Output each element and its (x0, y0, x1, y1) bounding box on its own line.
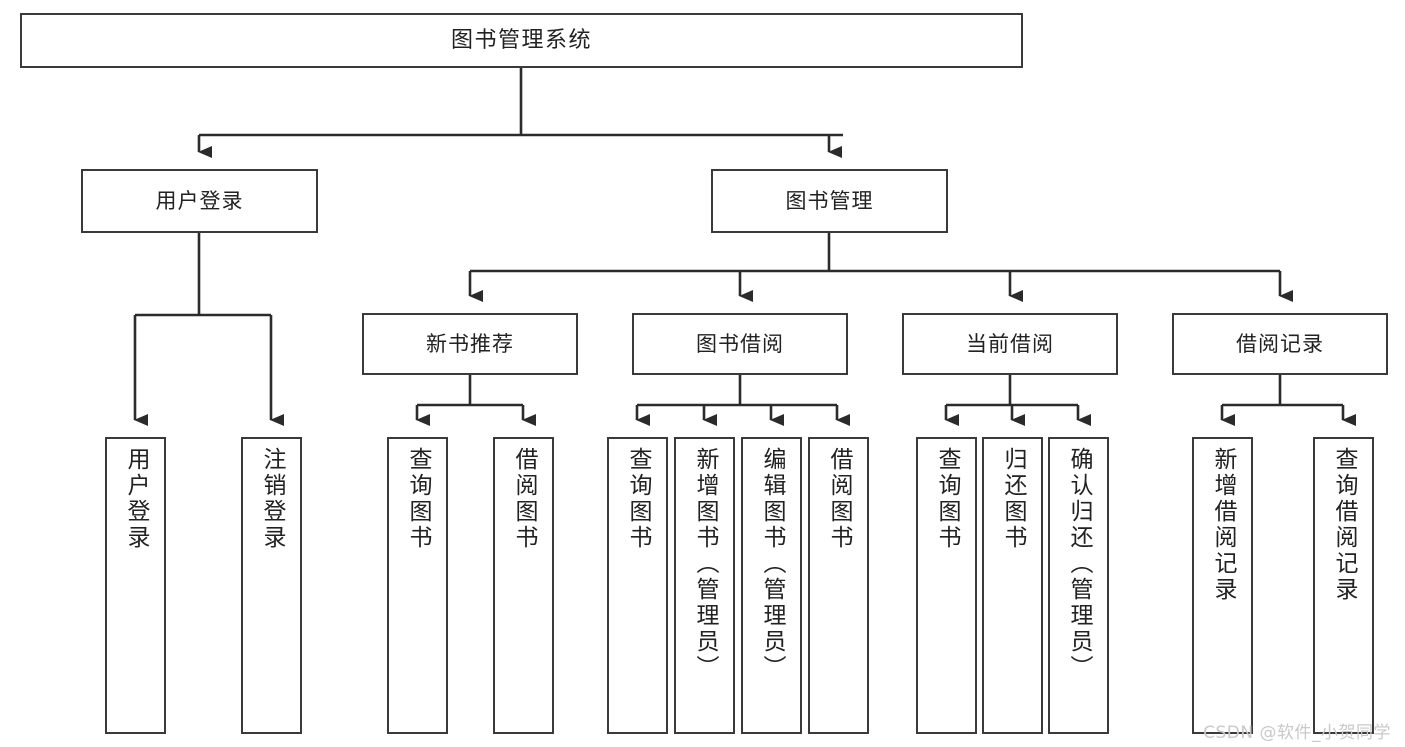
leaf-borrow-record-2-label: 查询借阅记录 (1331, 447, 1357, 603)
leaf-new-book-rec-1[interactable]: 查询图书 (387, 437, 448, 734)
leaf-current-borrow-3[interactable]: 确认归还（管理员） (1048, 437, 1109, 734)
leaf-user-login-1-label: 用户登录 (123, 447, 149, 551)
leaf-current-borrow-3-label: 确认归还（管理员） (1066, 447, 1092, 681)
leaf-new-book-rec-2[interactable]: 借阅图书 (493, 437, 554, 734)
leaf-user-login-2[interactable]: 注销登录 (241, 437, 302, 734)
leaf-borrow-record-1-label: 新增借阅记录 (1210, 447, 1236, 603)
leaf-current-borrow-2[interactable]: 归还图书 (982, 437, 1043, 734)
node-book-borrow-label: 图书借阅 (696, 331, 784, 356)
node-new-book-rec-label: 新书推荐 (426, 331, 514, 356)
leaf-book-borrow-2[interactable]: 新增图书（管理员） (674, 437, 735, 734)
node-root-label: 图书管理系统 (450, 27, 592, 53)
leaf-borrow-record-1[interactable]: 新增借阅记录 (1192, 437, 1253, 734)
node-user-login-label: 用户登录 (155, 188, 244, 213)
node-borrow-record-label: 借阅记录 (1236, 331, 1324, 356)
leaf-new-book-rec-1-label: 查询图书 (405, 447, 431, 551)
leaf-book-borrow-1-label: 查询图书 (625, 447, 651, 551)
leaf-current-borrow-1-label: 查询图书 (934, 447, 960, 551)
leaf-book-borrow-4-label: 借阅图书 (826, 447, 852, 551)
node-new-book-rec[interactable]: 新书推荐 (362, 313, 578, 375)
node-book-manage[interactable]: 图书管理 (711, 169, 948, 233)
node-borrow-record[interactable]: 借阅记录 (1172, 313, 1388, 375)
leaf-user-login-2-label: 注销登录 (259, 447, 285, 551)
leaf-book-borrow-3[interactable]: 编辑图书（管理员） (741, 437, 802, 734)
leaf-current-borrow-1[interactable]: 查询图书 (916, 437, 977, 734)
node-root[interactable]: 图书管理系统 (20, 13, 1023, 68)
csdn-watermark: CSDN @软件_小贺同学 (1203, 723, 1391, 743)
node-user-login[interactable]: 用户登录 (81, 169, 318, 233)
leaf-book-borrow-1[interactable]: 查询图书 (607, 437, 668, 734)
leaf-current-borrow-2-label: 归还图书 (1000, 447, 1026, 551)
node-book-manage-label: 图书管理 (785, 188, 874, 213)
leaf-book-borrow-2-label: 新增图书（管理员） (692, 447, 718, 681)
leaf-book-borrow-3-label: 编辑图书（管理员） (759, 447, 785, 681)
node-current-borrow[interactable]: 当前借阅 (902, 313, 1118, 375)
node-current-borrow-label: 当前借阅 (966, 331, 1054, 356)
leaf-new-book-rec-2-label: 借阅图书 (511, 447, 537, 551)
leaf-user-login-1[interactable]: 用户登录 (105, 437, 166, 734)
leaf-book-borrow-4[interactable]: 借阅图书 (808, 437, 869, 734)
node-book-borrow[interactable]: 图书借阅 (632, 313, 848, 375)
leaf-borrow-record-2[interactable]: 查询借阅记录 (1313, 437, 1374, 734)
